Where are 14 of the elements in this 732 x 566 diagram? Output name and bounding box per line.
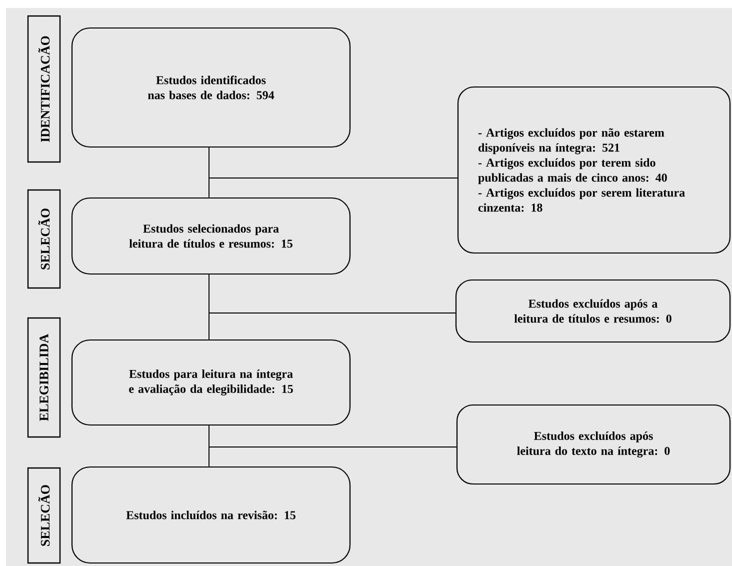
process-box: Estudos para leitura na íntegra e avaliação da elegibilidade: 15 (71, 339, 351, 426)
exclusion-box: Estudos excluídos após leitura do texto na íntegra: 0 (456, 404, 731, 485)
connector-line (208, 425, 457, 448)
connector-line (208, 147, 458, 178)
connector-line (208, 274, 456, 314)
phase-label-box: SELECÃO (27, 189, 61, 289)
process-box: Estudos identificados nas bases de dados: 594 (71, 27, 351, 148)
phase-label-box: SELECÃO (27, 467, 61, 564)
exclusion-box: Estudos excluídos após a leitura de títulos e resumos: 0 (455, 279, 731, 343)
phase-label-box: ELEGIBILIDA (27, 317, 61, 438)
process-box: Estudos selecionados para leitura de títulos e resumos: 15 (71, 197, 351, 275)
exclusion-box: - Artigos excluídos por não estarem disponíveis na íntegra: 521 - Artigos excluídos por terem sido publicadas a mais de cinco anos: 40 - Artigos excluídos por serem literatura cinzenta: 18 (457, 86, 731, 254)
process-box: Estudos incluídos na revisão: 15 (71, 466, 351, 564)
phase-label-box: IDENTIFICACÃO (27, 15, 61, 163)
